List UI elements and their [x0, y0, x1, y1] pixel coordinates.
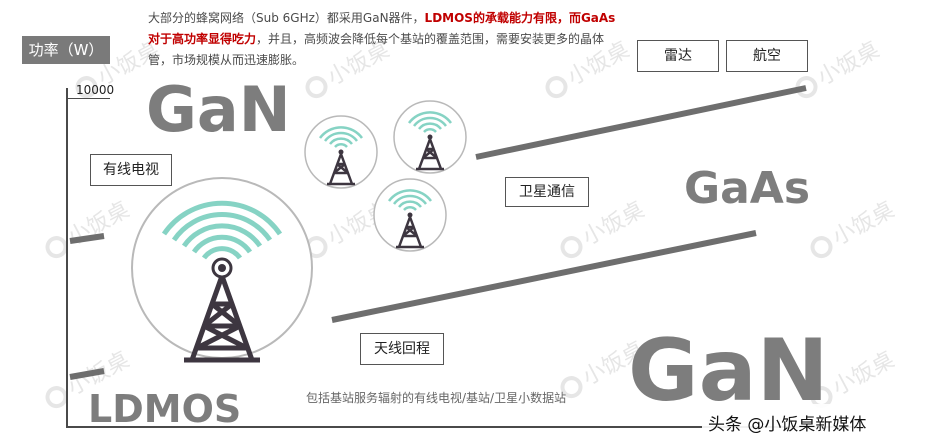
tech-label-ldmos: LDMOS [88, 387, 242, 431]
small-tower-icon [304, 115, 378, 189]
description-text: 大部分的蜂窝网络（Sub 6GHz）都采用GaN器件，LDMOS的承载能力有限，… [148, 8, 626, 71]
large-tower-icon [131, 177, 313, 363]
application-aviation: 航空 [726, 40, 808, 72]
description-part-2: ，并且，高频波会降低每个基站的覆盖范围，需要安装更多的晶体管，市场规模从而迅速膨… [148, 32, 605, 67]
trend-line-gan-top [475, 85, 807, 160]
trend-line-ldmos [69, 368, 105, 380]
trend-line-gan-top-left [69, 233, 105, 244]
diagram-caption: 包括基站服务辐射的有线电视/基站/卫星小数据站 [306, 391, 567, 405]
application-satellite: 卫星通信 [505, 177, 589, 207]
tech-label-gan-bottom: GaN [628, 321, 829, 421]
description-highlight: LDMOS的承载能力有限，而GaAs对于高功率显得吃力 [148, 11, 616, 46]
y-axis-tick-label: 10000 [76, 83, 115, 97]
small-tower-icon [373, 178, 447, 252]
y-axis-label: 功率（W） [22, 36, 110, 64]
x-axis [66, 426, 858, 428]
y-axis [66, 88, 68, 428]
application-backhaul: 天线回程 [360, 333, 444, 365]
tech-label-gaas: GaAs [684, 163, 811, 214]
application-radar: 雷达 [637, 40, 719, 72]
description-part-1: 大部分的蜂窝网络（Sub 6GHz）都采用GaN器件， [148, 11, 425, 25]
trend-line-gaas [331, 230, 757, 323]
tech-label-gan-top: GaN [146, 73, 291, 146]
y-axis-tick [66, 98, 110, 99]
application-cable-tv: 有线电视 [90, 154, 172, 186]
source-credit: 头条 @小饭桌新媒体 [702, 404, 942, 447]
small-tower-icon [393, 100, 467, 174]
